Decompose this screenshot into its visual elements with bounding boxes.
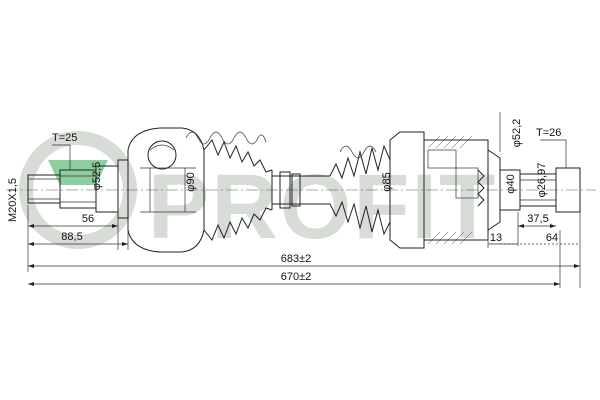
len-13-label: 13 xyxy=(490,232,502,244)
left-stub-shaft xyxy=(27,159,129,219)
len-88-5-label: 88,5 xyxy=(61,231,82,243)
watermark-check-icon xyxy=(48,160,108,185)
right-stub-shaft xyxy=(499,167,581,213)
d-flange-label: φ52,2 xyxy=(511,119,523,148)
dimension-lines xyxy=(27,112,581,288)
d-right-1-label: φ40 xyxy=(505,174,517,193)
len-56-label: 56 xyxy=(82,213,94,225)
len-37-5-label: 37,5 xyxy=(527,213,548,225)
outer-boot xyxy=(185,131,273,241)
t-right-label: T=26 xyxy=(536,127,561,139)
plunge-spring-icon xyxy=(477,169,485,207)
d-right-2-label: φ26,97 xyxy=(536,163,548,198)
d-left-shaft-label: φ52,5 xyxy=(91,162,103,191)
len-670-label: 670±2 xyxy=(281,271,312,283)
watermark-text: PROFIT xyxy=(148,156,497,258)
main-shaft xyxy=(272,171,330,209)
d-outer-cv-label: φ90 xyxy=(185,172,197,191)
t-left-label: T=25 xyxy=(52,132,77,144)
d-inner-boot-label: φ85 xyxy=(381,172,393,191)
thread-label: M20X1,5 xyxy=(7,178,19,222)
dimension-arrows xyxy=(28,224,580,286)
len-64-label: 64 xyxy=(546,232,558,244)
len-683-label: 683±2 xyxy=(281,253,312,265)
watermark-logo: PROFIT xyxy=(19,131,497,258)
